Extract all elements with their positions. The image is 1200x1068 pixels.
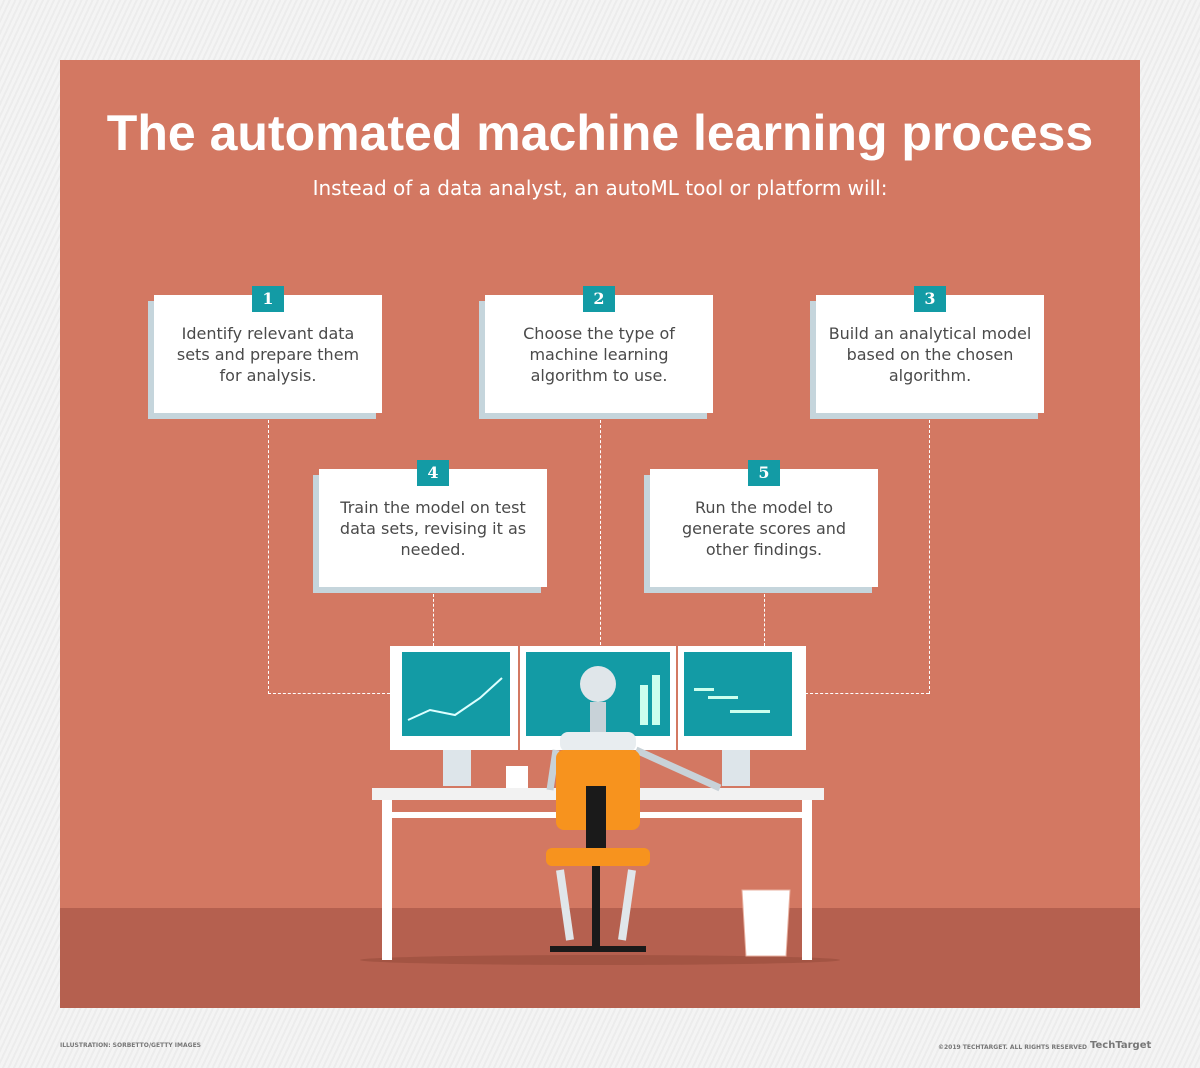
step-5: Run the model to generate scores and oth… xyxy=(644,460,878,593)
step-4: Train the model on test data sets, revis… xyxy=(313,460,547,593)
copyright: ©2019 TECHTARGET. ALL RIGHTS RESERVED xyxy=(938,1044,1088,1051)
illustration-credit: ILLUSTRATION: SORBETTO/GETTY IMAGES xyxy=(60,1042,201,1049)
step-text: Build an analytical model based on the c… xyxy=(816,295,1044,413)
connector-3h xyxy=(805,693,929,694)
step-text: Train the model on test data sets, revis… xyxy=(319,469,547,587)
step-number: 5 xyxy=(748,460,780,486)
step-number: 4 xyxy=(417,460,449,486)
step-text: Identify relevant data sets and prepare … xyxy=(154,295,382,413)
connector-1h xyxy=(268,693,390,694)
robot-workstation-illustration xyxy=(360,646,840,965)
step-number: 3 xyxy=(914,286,946,312)
step-2: Choose the type of machine learning algo… xyxy=(479,286,713,419)
step-3: Build an analytical model based on the c… xyxy=(810,286,1044,419)
connector-5 xyxy=(764,594,765,646)
connector-4 xyxy=(433,594,434,646)
step-number: 1 xyxy=(252,286,284,312)
monitor-left xyxy=(390,646,518,786)
connector-2 xyxy=(600,420,601,650)
infographic-panel: The automated machine learning process I… xyxy=(60,60,1140,1008)
page-title: The automated machine learning process xyxy=(106,105,1094,161)
step-1: Identify relevant data sets and prepare … xyxy=(148,286,382,419)
subtitle: Instead of a data analyst, an autoML too… xyxy=(312,176,888,200)
connector-1 xyxy=(268,420,269,694)
monitor-right xyxy=(678,646,806,786)
techtarget-logo: TechTarget xyxy=(1090,1040,1152,1051)
mug xyxy=(506,766,528,788)
connector-3 xyxy=(929,420,930,694)
step-text: Choose the type of machine learning algo… xyxy=(485,295,713,413)
step-number: 2 xyxy=(583,286,615,312)
step-text: Run the model to generate scores and oth… xyxy=(650,469,878,587)
